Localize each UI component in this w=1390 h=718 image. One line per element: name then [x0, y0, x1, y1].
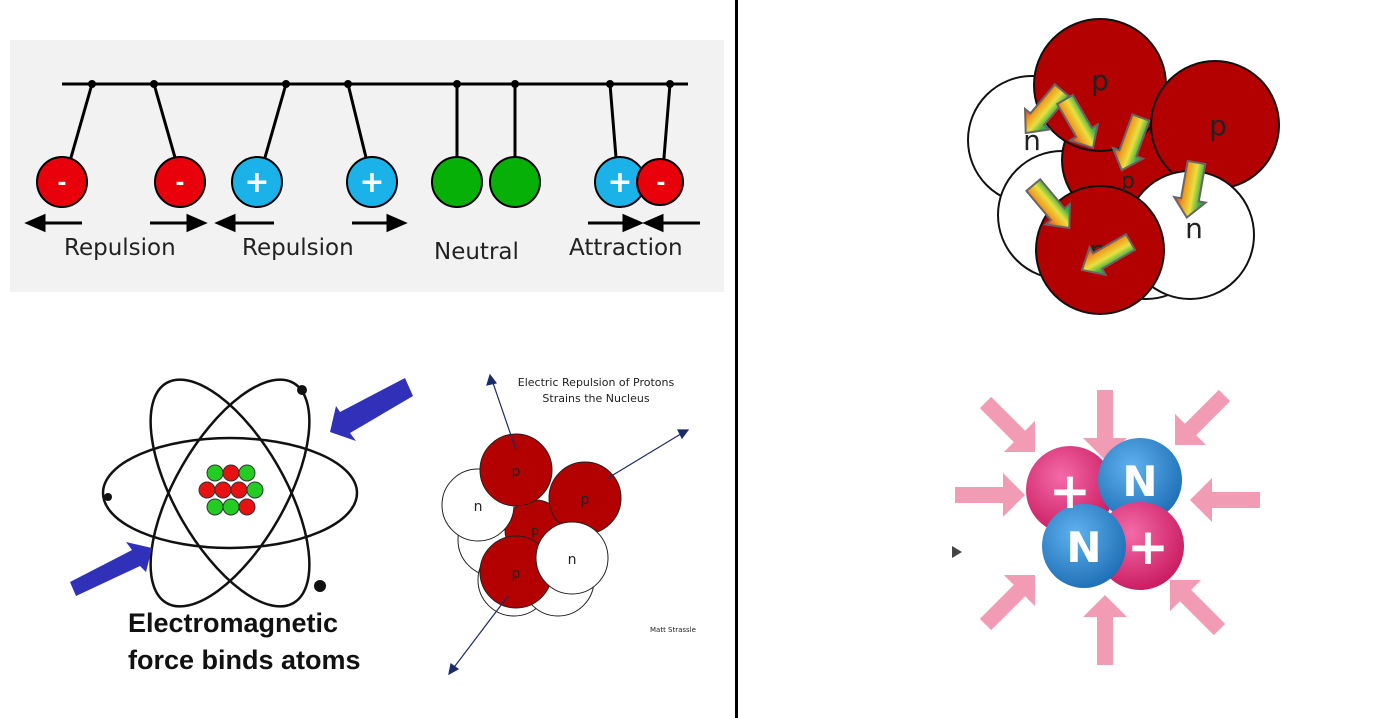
neutron-letter: N [1066, 523, 1101, 572]
neutron-ball [1042, 504, 1126, 588]
inward-arrow [330, 378, 413, 441]
strong-force-diagram: + N N + [940, 350, 1290, 700]
inward-force-arrows [955, 389, 1260, 665]
minus-sign: - [57, 171, 66, 196]
caption-line: Electric Repulsion of Protons [517, 376, 675, 389]
inward-arrow [70, 542, 152, 596]
plus-sign: + [607, 165, 632, 200]
force-arrows [24, 213, 700, 233]
positive-charge-ball [346, 156, 398, 208]
plus-sign: + [359, 165, 384, 200]
proton-label: p [512, 464, 521, 480]
negative-charge-ball [636, 158, 684, 206]
title-line: force binds atoms [128, 645, 361, 675]
proton-label: p [1121, 169, 1135, 194]
proton-label: p [531, 524, 539, 538]
repulsion-label: Repulsion [242, 235, 354, 261]
neutron-letter: N [1122, 457, 1157, 506]
charge-interaction-diagram: - - + + + - Repulsion Repulsion Neutral … [10, 40, 724, 292]
repulsion-vectors [448, 373, 690, 676]
electrons [104, 385, 326, 592]
nucleus-repulsion-graphic: p p p p n n [441, 373, 690, 676]
repulsion-label: Repulsion [64, 235, 176, 261]
atom-orbits [70, 378, 413, 608]
pendulum-strings [62, 83, 672, 183]
positive-charge-ball [231, 156, 283, 208]
title-line: Electromagnetic [128, 608, 339, 638]
gluon-nucleus-graphic: p p p p n n [967, 18, 1280, 315]
atom-diagram [40, 370, 440, 700]
atom-nucleus [198, 464, 264, 516]
nucleons [441, 433, 622, 617]
neutral-label: Neutral [434, 239, 519, 265]
electron-orbits [101, 378, 359, 608]
repulsion-caption: Electric Repulsion of Protons Strains th… [506, 375, 686, 407]
neutron-label: n [1185, 212, 1203, 245]
charge-pendulums: - - + + + - [24, 80, 700, 233]
attraction-label: Attraction [569, 235, 683, 261]
minus-sign: - [656, 171, 665, 196]
proton-label: p [581, 492, 590, 508]
nucleus-repulsion-diagram: p p p p n n Electric Repulsion of Proton… [430, 370, 720, 690]
plus-sign: + [1127, 518, 1169, 576]
proton-label: p [1209, 109, 1227, 142]
neutron-label: n [474, 499, 483, 515]
negative-charge-ball [36, 156, 88, 208]
neutron-ball [1098, 438, 1182, 522]
plus-sign: + [244, 165, 269, 200]
caption-line: Strains the Nucleus [542, 392, 650, 405]
neutral-ball [431, 156, 483, 208]
neutral-ball [489, 156, 541, 208]
electromagnetic-title: Electromagnetic force binds atoms [128, 605, 361, 679]
proton-label: p [512, 566, 521, 582]
pivot-points [88, 80, 674, 88]
panel-divider [735, 0, 738, 718]
minus-sign: - [175, 171, 184, 196]
author-credit: Matt Strassle [650, 626, 696, 634]
gluon-nucleus-diagram: p p p p n n [960, 10, 1290, 320]
neutron-label: n [568, 552, 577, 568]
strong-force-graphic: + N N + [952, 389, 1260, 665]
gluon-arrows [1023, 82, 1209, 277]
plus-sign: + [1049, 462, 1091, 520]
play-icon [952, 546, 962, 558]
proton-label: p [1091, 64, 1109, 97]
negative-charge-ball [154, 156, 206, 208]
